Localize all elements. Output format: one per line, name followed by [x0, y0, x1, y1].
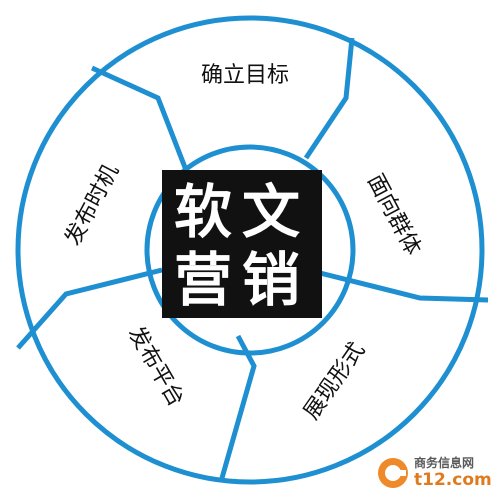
center-title-line1: 软文 — [174, 178, 310, 246]
inner-ring — [144, 144, 356, 356]
divider-bottom — [219, 334, 257, 479]
watermark-logo-icon — [378, 458, 408, 488]
divider-left — [16, 267, 163, 350]
divider-top-right — [303, 37, 355, 160]
watermark-domain: t12.com — [414, 470, 492, 490]
segment-label-platform: 发布平台 — [123, 322, 189, 411]
site-watermark: 商务信息网 t12.com — [376, 452, 494, 494]
divider-right — [315, 269, 489, 303]
outer-ring — [15, 15, 485, 485]
center-box — [162, 170, 322, 318]
watermark-site-name: 商务信息网 — [414, 456, 475, 470]
segment-label-timing: 发布时机 — [61, 160, 124, 249]
segment-label-format: 展现形式 — [299, 338, 370, 424]
segment-label-goal: 确立目标 — [201, 63, 289, 88]
divider-top-left — [90, 65, 189, 171]
center-title-line2: 营销 — [174, 246, 310, 314]
segment-label-audience: 面向群体 — [362, 170, 425, 259]
